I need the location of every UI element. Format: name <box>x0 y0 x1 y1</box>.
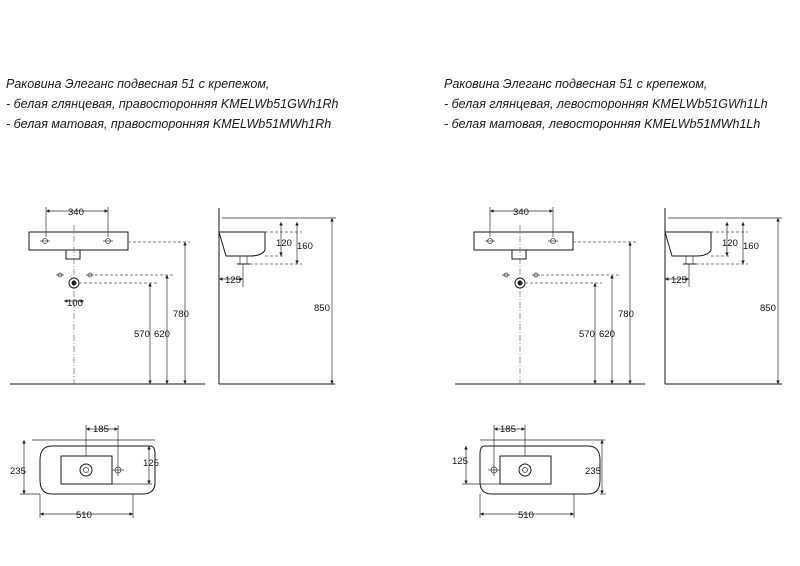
dim-h-drain-left: 570 <box>134 329 150 340</box>
dim-top-510-right: 510 <box>518 510 534 521</box>
caption-right-glossy: - белая глянцевая, левосторонняя KMELWb5… <box>444 97 768 111</box>
dim-h-supply-left: 620 <box>154 329 170 340</box>
left-side-view: 120 160 125 850 <box>218 208 336 385</box>
caption-left-title: Раковина Элеганс подвесная 51 с крепежом… <box>6 77 270 91</box>
dim-top-510-left: 510 <box>76 510 92 521</box>
left-top-view: 185 235 125 510 <box>10 424 159 521</box>
right-side-view: 120 160 125 850 <box>664 208 782 385</box>
dim-h-supply-right: 620 <box>599 329 615 340</box>
dim-top-235-left: 235 <box>10 466 26 477</box>
dim-h-rim-right: 780 <box>618 309 634 320</box>
caption-right: Раковина Элеганс подвесная 51 с крепежом… <box>444 74 768 134</box>
dim-top-125-left: 125 <box>143 458 159 469</box>
dim-width-right: 340 <box>513 207 529 218</box>
caption-right-matte: - белая матовая, левосторонняя KMELWb51M… <box>444 117 761 131</box>
caption-left: Раковина Элеганс подвесная 51 с крепежом… <box>6 74 339 134</box>
dim-h-wall-left: 850 <box>314 303 330 314</box>
dim-top-185-left: 185 <box>93 424 109 435</box>
dim-depth-160-right: 160 <box>743 241 759 252</box>
right-top-view: 185 125 235 510 <box>452 424 606 521</box>
right-front-view: 340 570 620 780 <box>455 207 645 385</box>
dim-wall-125-right: 125 <box>671 275 687 286</box>
caption-right-title: Раковина Элеганс подвесная 51 с крепежом… <box>444 77 708 91</box>
caption-left-glossy: - белая глянцевая, правосторонняя KMELWb… <box>6 97 339 111</box>
dim-top-125-right: 125 <box>452 456 468 467</box>
dim-h-wall-right: 850 <box>760 303 776 314</box>
dim-depth-160-left: 160 <box>297 241 313 252</box>
dim-top-185-right: 185 <box>500 424 516 435</box>
left-front-view: 340 100 570 620 780 <box>10 207 205 385</box>
dim-top-235-right: 235 <box>585 466 601 477</box>
dim-width-left: 340 <box>68 207 84 218</box>
dim-depth-120-right: 120 <box>722 238 738 249</box>
dim-h-drain-right: 570 <box>579 329 595 340</box>
dim-drain-offset-left: 100 <box>67 298 83 309</box>
dim-depth-120-left: 120 <box>276 238 292 249</box>
dim-h-rim-left: 780 <box>173 309 189 320</box>
dim-wall-125-left: 125 <box>225 275 241 286</box>
caption-left-matte: - белая матовая, правосторонняя KMELWb51… <box>6 117 332 131</box>
